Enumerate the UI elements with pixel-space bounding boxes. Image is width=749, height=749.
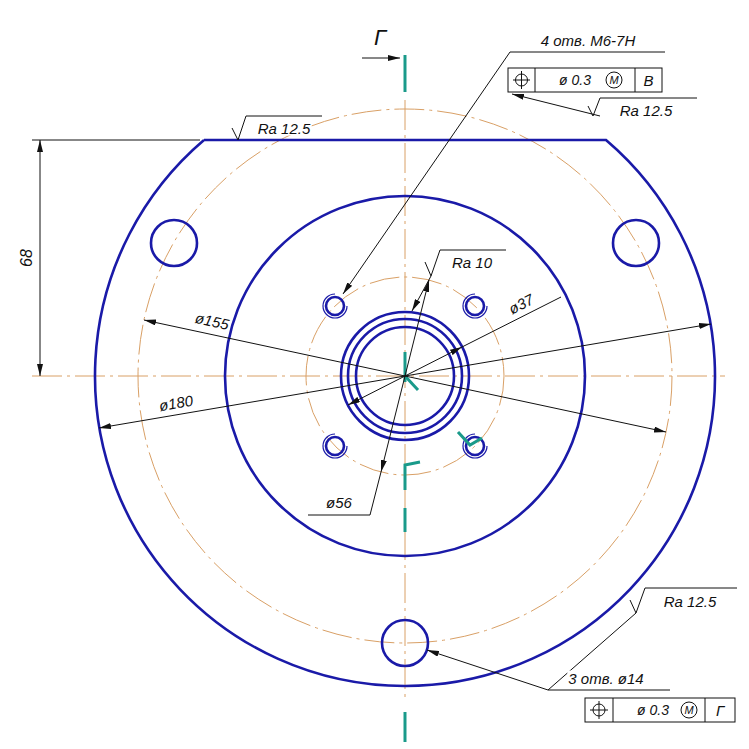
bolt-circle [138, 109, 672, 643]
dimension-value: ø56 [325, 495, 353, 510]
hole-callout: 4 отв. M6-7H [540, 33, 637, 48]
section-stroke [458, 432, 482, 445]
tolerance-value: ø 0.3 [558, 73, 592, 87]
mmc-circle [606, 72, 622, 88]
section-arrow [362, 58, 400, 59]
threaded-hole [326, 297, 344, 315]
dimension-value: ø180 [157, 393, 195, 414]
frame-divider [613, 698, 614, 722]
roughness-symbol [630, 588, 737, 613]
mmc-modifier: M [608, 75, 619, 86]
frame-divider [635, 68, 636, 92]
section-stroke [404, 55, 407, 92]
roughness-symbols [232, 98, 737, 613]
extension-line [32, 140, 200, 141]
leader-line [343, 52, 510, 294]
center-lines [32, 100, 725, 700]
leader-line [512, 94, 600, 116]
leader-shelf [510, 52, 665, 53]
feature-control-frames [508, 68, 735, 722]
leader-shelf [308, 472, 381, 515]
center-line [32, 376, 725, 377]
mmc-circle [681, 702, 697, 718]
hub-circle [225, 196, 585, 556]
tolerance-frame [508, 68, 662, 92]
flange-contour [95, 140, 715, 686]
leader-shelf [548, 690, 670, 691]
bolt-circle [306, 277, 504, 475]
frame-divider [705, 698, 706, 722]
datum-letter: Г [715, 703, 725, 718]
center-line [405, 100, 406, 700]
section-stroke [405, 462, 420, 490]
roughness-value: Ra 12.5 [663, 594, 718, 609]
thread-arc [463, 294, 487, 318]
roughness-value: Ra 12.5 [257, 121, 312, 136]
hole-callout: 3 отв. ø14 [567, 671, 644, 686]
tolerance-frame [585, 698, 735, 722]
frame-divider [535, 68, 536, 92]
roughness-symbol [425, 250, 506, 276]
datum-letter: В [642, 73, 654, 88]
dimension-value: ø37 [505, 291, 537, 317]
roughness-symbol [232, 116, 322, 140]
part-outline [95, 140, 715, 686]
section-stroke [404, 508, 407, 532]
section-marks [405, 55, 482, 742]
through-hole [151, 220, 197, 266]
threaded-hole [466, 297, 484, 315]
tolerance-value: ø 0.3 [636, 703, 670, 717]
thread-arc [323, 294, 347, 318]
position-symbol [521, 71, 522, 89]
through-hole [382, 620, 428, 666]
section-stroke [404, 712, 407, 742]
dimension-lines [32, 52, 711, 690]
leader-line [427, 650, 548, 690]
dimension-value: 68 [19, 248, 35, 268]
leader-line [412, 276, 431, 311]
mmc-modifier: M [683, 705, 694, 716]
dimension-value: ø155 [193, 310, 232, 332]
thread-arc [463, 434, 487, 458]
dimension-line [381, 280, 429, 472]
section-letter: Г [373, 27, 387, 49]
dimension-line [40, 140, 41, 376]
thread-arc [323, 434, 347, 458]
position-symbol [599, 701, 600, 719]
roughness-value: Ra 10 [451, 255, 493, 270]
threaded-hole [326, 437, 344, 455]
through-hole [613, 220, 659, 266]
roughness-value: Ra 12.5 [619, 103, 674, 118]
